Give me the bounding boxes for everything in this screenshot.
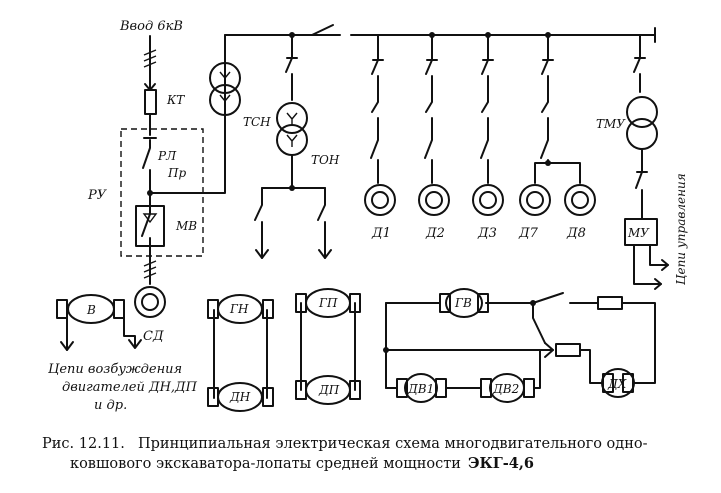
caption-model: ЭКГ-4,6 xyxy=(468,455,534,472)
input-feeder: Ввод 6кВ КТ xyxy=(119,19,185,136)
transformer-tsn: ТСН xyxy=(209,62,271,129)
caption-prefix: Рис. 12.11. xyxy=(42,436,125,452)
control-circuits-label: Цепи управления xyxy=(674,173,688,285)
excitation-note-line2: двигателей ДН,ДП xyxy=(62,380,198,395)
d8-label: Д8 xyxy=(566,226,586,241)
transformer-tmu: ТМУ xyxy=(596,34,658,219)
mu-label: МУ xyxy=(627,226,650,240)
dh-label: ДХ xyxy=(607,377,627,391)
feeder-d2: Д2 xyxy=(418,34,450,241)
caption-line2: ковшового экскаватора-лопаты средней мощ… xyxy=(70,456,461,472)
dv1-label: ДВ1 xyxy=(407,382,434,396)
dp-label: ДП xyxy=(318,383,340,397)
input-label: Ввод 6кВ xyxy=(119,19,183,34)
feeder-d7-d8: Д7 Д8 xyxy=(518,34,596,241)
gv-label: ГВ xyxy=(454,296,472,310)
d3-label: Д3 xyxy=(477,226,497,241)
dv2-label: ДВ2 xyxy=(492,382,519,396)
kt-label: КТ xyxy=(166,93,185,107)
v-label: В xyxy=(86,303,96,317)
switchgear-ru: РУ РЛ Пр МВ xyxy=(87,34,226,285)
rl-label: РЛ xyxy=(157,149,177,163)
tsn-label: ТСН xyxy=(243,115,271,129)
ton-label: ТОН xyxy=(311,153,340,167)
caption-line1: Принципиальная электрическая схема много… xyxy=(138,436,648,452)
feeder-d3: Д3 xyxy=(472,34,504,241)
motor-sd: СД xyxy=(134,286,166,344)
sd-label: СД xyxy=(143,329,164,344)
d7-label: Д7 xyxy=(518,226,539,241)
magnetic-amplifier-mu: МУ Цепи управления xyxy=(624,173,688,290)
feeder-d1: Д1 xyxy=(364,34,396,241)
gp-label: ГП xyxy=(318,296,338,310)
mv-label: МВ xyxy=(175,219,197,233)
transformer-ton: ТОН xyxy=(254,34,340,259)
pr-label: Пр xyxy=(167,166,186,180)
main-busbar xyxy=(224,24,656,43)
dn-label: ДН xyxy=(229,390,251,404)
loop-gn-dn: ГН ДН xyxy=(207,294,274,412)
d2-label: Д2 xyxy=(425,226,445,241)
excitation-note-line1: Цепи возбуждения xyxy=(48,362,182,377)
loop-gp-dp: ГП ДП xyxy=(295,288,361,405)
d1-label: Д1 xyxy=(371,226,391,241)
ru-label: РУ xyxy=(87,188,108,203)
exciter-v: В Цепи возбуждения двигателей ДН,ДП и др… xyxy=(48,294,198,413)
figure-caption: Рис. 12.11. Принципиальная электрическая… xyxy=(42,436,648,472)
excitation-note-line3: и др. xyxy=(94,398,127,413)
gn-label: ГН xyxy=(229,302,249,316)
tmu-label: ТМУ xyxy=(596,117,626,131)
loop-gv-dv-dh: ГВ ДХ ДВ1 ДВ2 xyxy=(383,288,656,403)
